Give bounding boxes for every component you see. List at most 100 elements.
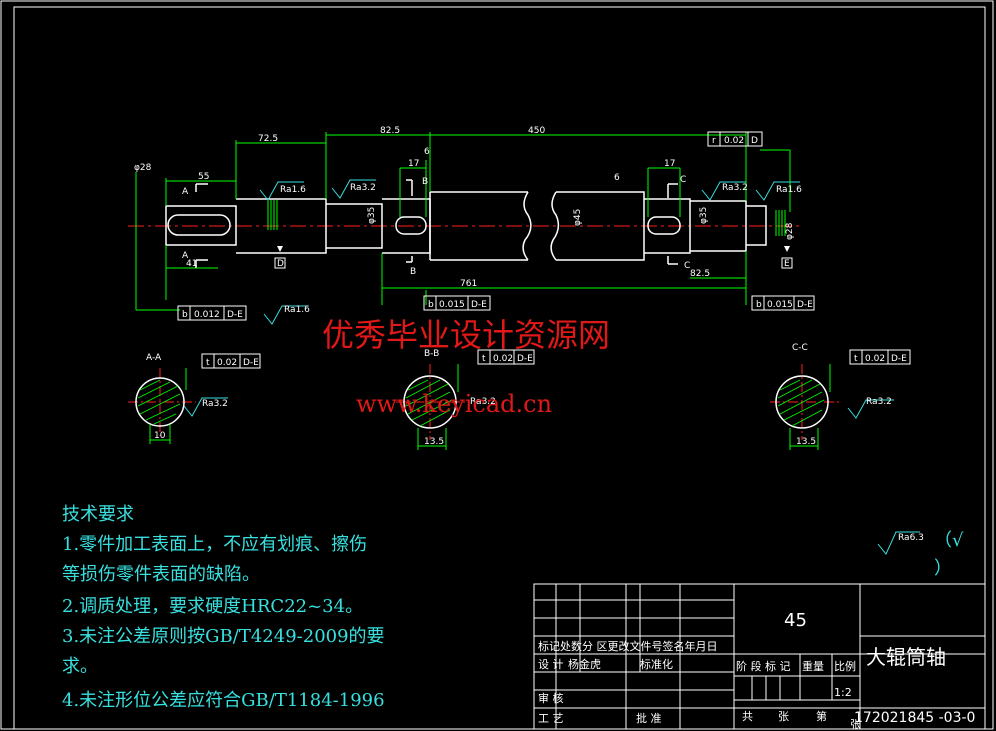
dim-450: 450 <box>528 126 545 136</box>
tol-a-datum: D-E <box>243 358 259 368</box>
shaft-break-left <box>522 191 532 261</box>
dim-6-left: 6 <box>424 147 430 157</box>
shaft-left-end <box>165 205 237 246</box>
tb-material: 45 <box>784 610 807 631</box>
shaft-body-left <box>429 191 528 261</box>
shaft-right-step <box>690 200 747 252</box>
dim-41: 41 <box>186 259 197 269</box>
roughness-3: Ra3.2 <box>722 183 748 193</box>
tol-top-right-val: 0.02 <box>724 136 744 146</box>
roughness-5: Ra1.6 <box>284 305 310 315</box>
dim-dia-35: φ35 <box>367 207 377 224</box>
tol-a-sym: t <box>206 358 210 368</box>
tb-standardize: 标准化 <box>640 657 673 671</box>
dim-17-left: 17 <box>408 159 419 169</box>
dim-sec-13-5-c: 13.5 <box>796 437 816 447</box>
roughness-general-suffix: （√ <box>934 530 964 551</box>
requirements-title: 技术要求 <box>62 504 134 525</box>
roughness-4: Ra1.6 <box>776 185 802 195</box>
datum-e-box <box>781 257 793 269</box>
label-b-bottom: B <box>410 267 416 277</box>
section-aa-circle <box>135 377 185 427</box>
dim-sec-10: 10 <box>154 431 166 441</box>
tb-scale: 比例 <box>834 659 856 673</box>
tb-approve: 批 准 <box>636 711 662 725</box>
tol-a-val: 0.02 <box>217 358 237 368</box>
dim-55: 55 <box>198 172 209 182</box>
tol-bl-val: 0.012 <box>194 310 220 320</box>
tb-designer: 杨金虎 <box>568 657 601 671</box>
tol-c-datum: D-E <box>891 354 907 364</box>
shaft-left-step <box>236 198 327 254</box>
requirements-line6: 4.未注形位公差应符合GB/T1184-1996 <box>62 690 385 711</box>
requirements-line3: 2.调质处理，要求硬度HRC22~34。 <box>62 596 363 617</box>
tol-c-val: 0.02 <box>865 354 885 364</box>
inner-border <box>13 6 986 730</box>
label-a-bottom: A <box>182 251 189 261</box>
tol-bm-sym: b <box>428 300 434 310</box>
tb-drawing-no: 172021845 -03-0 <box>854 710 975 726</box>
roughness-2: Ra3.2 <box>350 183 376 193</box>
tol-b-val: 0.02 <box>493 354 513 364</box>
tb-part-name: 大辊筒轴 <box>866 645 946 669</box>
dim-dia-28: φ28 <box>134 163 152 173</box>
shaft-bearing-right <box>644 198 691 254</box>
datum-e-label: E <box>784 259 790 269</box>
tol-bl-datum: D-E <box>227 310 243 320</box>
section-bb-title: B-B <box>424 349 439 359</box>
title-block <box>533 583 986 730</box>
section-cc-circle <box>775 375 829 429</box>
datum-d-label: D <box>277 259 284 269</box>
roughness-1: Ra1.6 <box>280 185 306 195</box>
roughness-8: Ra3.2 <box>866 397 892 407</box>
tol-bm-val: 0.015 <box>439 300 465 310</box>
tb-scale-value: 1:2 <box>834 686 852 699</box>
dim-72-5: 72.5 <box>258 134 278 144</box>
shaft-right-end <box>746 205 767 246</box>
tol-top-right-datum: D <box>751 136 758 146</box>
dim-6-right: 6 <box>614 173 620 183</box>
requirements-line1: 1.零件加工表面上，不应有划痕、擦伤 <box>62 534 367 555</box>
dim-dia-45: φ45 <box>573 209 583 226</box>
dim-dia-28-right: φ28 <box>785 222 795 240</box>
tol-top-right-sym: r <box>712 136 716 146</box>
section-views <box>128 364 840 450</box>
watermark-line1: 优秀毕业设计资源网 <box>322 316 610 354</box>
tb-review: 审 核 <box>538 691 564 705</box>
dim-sec-13-5-b: 13.5 <box>424 437 444 447</box>
shaft-main-view <box>128 131 920 555</box>
tb-sheet-unit: 张 <box>850 718 861 731</box>
section-bb-circle <box>403 375 457 429</box>
dim-82-5-top: 82.5 <box>380 126 400 136</box>
tol-b-datum: D-E <box>517 354 533 364</box>
keyway-left-end <box>167 214 231 236</box>
section-cc-title: C-C <box>792 343 808 353</box>
watermark-line2: www.keyicad.cn <box>356 390 552 418</box>
tol-br-val: 0.015 <box>767 300 793 310</box>
tol-bl-sym: b <box>182 310 188 320</box>
tb-sheet-no: 第 <box>816 709 827 723</box>
tol-br-sym: b <box>756 300 762 310</box>
tb-stage: 阶 段 标 记 <box>736 659 791 673</box>
requirements-line4: 3.未注公差原则按GB/T4249-2009的要 <box>62 626 385 647</box>
dim-761: 761 <box>460 279 477 289</box>
keyway-b <box>395 216 427 235</box>
label-b-top: B <box>422 177 428 187</box>
tb-design: 设 计 <box>538 658 564 671</box>
datum-d-box <box>274 257 286 269</box>
roughness-7: Ra3.2 <box>470 397 496 407</box>
requirements-line2: 等损伤零件表面的缺陷。 <box>62 564 260 585</box>
tb-process: 工 艺 <box>538 712 564 725</box>
shaft-break-right <box>550 191 560 261</box>
label-c-bottom: C <box>684 261 690 271</box>
tb-total: 共 <box>742 710 753 723</box>
label-c-top: C <box>680 175 686 185</box>
dim-17-right: 17 <box>664 159 675 169</box>
tol-br-datum: D-E <box>797 300 813 310</box>
section-aa-title: A-A <box>146 353 162 363</box>
tb-weight: 重量 <box>802 659 824 673</box>
keyway-c <box>647 216 681 235</box>
dim-dia-35-right: φ35 <box>699 207 709 224</box>
